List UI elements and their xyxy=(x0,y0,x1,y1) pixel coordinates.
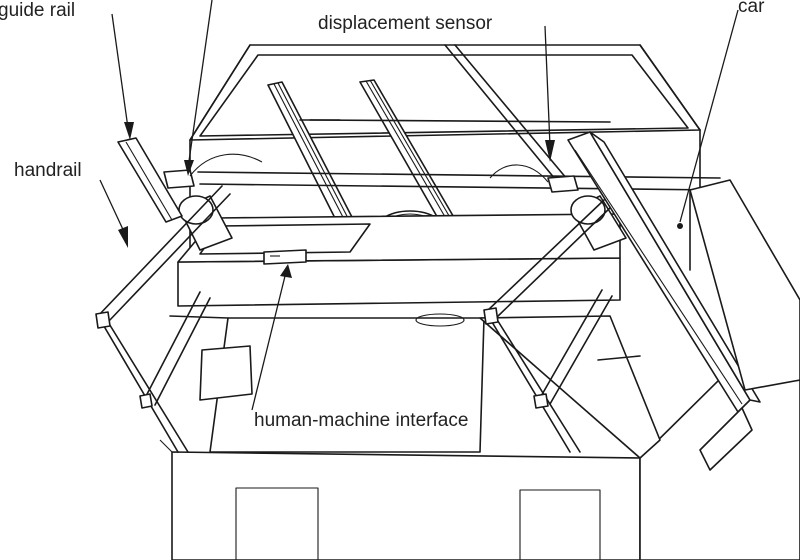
right-roller xyxy=(570,195,627,251)
label-guide-rail: guide rail xyxy=(0,0,75,21)
right-handrail-frame xyxy=(483,199,641,453)
lower-chassis xyxy=(169,313,661,459)
leader-hmi xyxy=(251,264,292,411)
left-sensor xyxy=(163,153,263,189)
label-displacement-sensor: displacement sensor xyxy=(318,13,493,34)
leader-handrail xyxy=(99,179,128,248)
carriage-beam xyxy=(177,213,641,307)
car-panel xyxy=(677,179,800,391)
right-sensor xyxy=(489,164,579,193)
right-guide-rail xyxy=(567,131,761,471)
label-handrail: handrail xyxy=(14,160,82,181)
label-human-machine-interface: human-machine interface xyxy=(254,410,468,431)
leader-car xyxy=(679,9,739,223)
left-roller xyxy=(178,195,233,251)
leader-guide-rail xyxy=(111,13,134,140)
left-handrail-frame xyxy=(95,185,253,453)
leader-top-center xyxy=(184,0,213,176)
hmi-box xyxy=(263,249,307,265)
leader-displacement-sensor xyxy=(544,25,555,162)
label-car: car xyxy=(738,0,765,17)
